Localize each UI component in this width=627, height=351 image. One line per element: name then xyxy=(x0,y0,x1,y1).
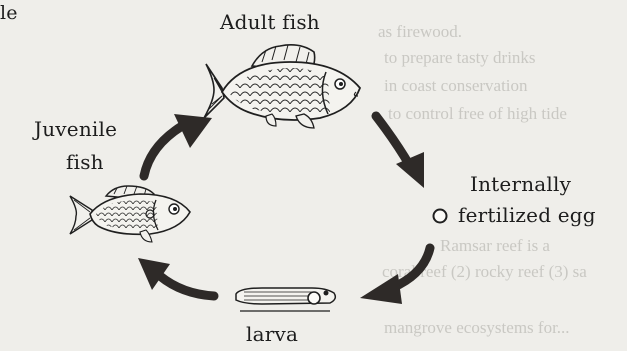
juvenile-label-line1: Juvenile xyxy=(34,117,117,141)
juvenile-label-line2: fish xyxy=(66,150,104,174)
arrow-larva-to-juvenile-icon xyxy=(138,258,214,296)
arrow-adult-to-egg-icon xyxy=(376,116,424,188)
adult-fish-icon xyxy=(204,45,360,128)
arrow-juvenile-to-adult-icon xyxy=(144,114,212,176)
egg-label-line1: Internally xyxy=(470,172,571,196)
larva-icon xyxy=(236,288,335,311)
larva-label: larva xyxy=(246,322,298,346)
egg-icon xyxy=(434,210,447,223)
egg-label-line2: fertilized egg xyxy=(458,203,596,227)
arrow-egg-to-larva-icon xyxy=(360,248,430,304)
adult-fish-label: Adult fish xyxy=(220,10,320,34)
juvenile-fish-icon xyxy=(70,186,190,242)
